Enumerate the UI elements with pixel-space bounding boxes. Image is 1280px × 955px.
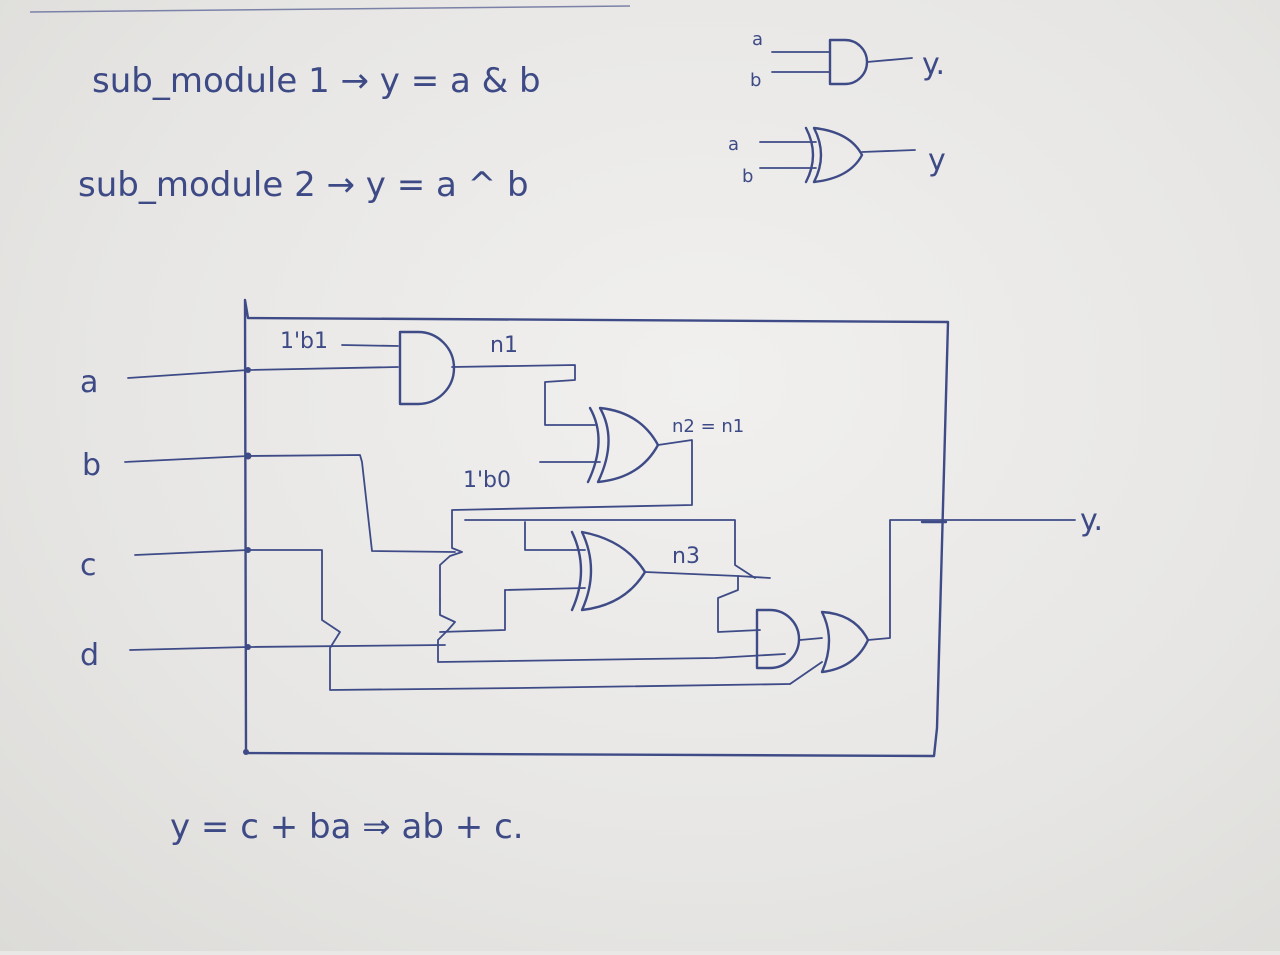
xor-gate-1-icon [586,406,660,484]
input-label-b: b [82,448,101,483]
top-rule-line [29,5,631,13]
sym2-input-b: b [742,166,753,187]
and-gate-2-icon [755,608,801,670]
sym2-output-y: y [928,143,946,178]
junction-dots [243,367,252,755]
net-n3-label: n3 [672,544,700,569]
input-label-a: a [80,365,98,400]
sym1-input-b: b [750,70,761,91]
const-1b0-label: 1'b0 [463,468,511,493]
net-n1-label: n1 [490,333,518,358]
input-label-c: c [80,548,97,583]
sym1-output-y: y. [922,47,945,82]
input-label-d: d [80,638,99,673]
result-equation: y = c + ba ⇒ ab + c. [170,807,524,847]
sym2-input-a: a [728,134,739,155]
submodule2-equation: sub_module 2 → y = a ^ b [78,165,529,205]
or-gate-icon [820,610,870,674]
and-gate-symbol-icon: a b y. [750,29,945,91]
net-n2-label: n2 = n1 [672,416,744,437]
and-gate-1-icon [398,330,456,406]
xor-gate-2-icon [570,530,647,612]
sym1-input-a: a [752,29,763,50]
submodule1-equation: sub_module 1 → y = a & b [92,61,541,101]
output-label-y: y. [1080,503,1103,538]
xor-gate-symbol-icon: a b y [728,126,946,187]
const-1b1-label: 1'b1 [280,329,328,354]
